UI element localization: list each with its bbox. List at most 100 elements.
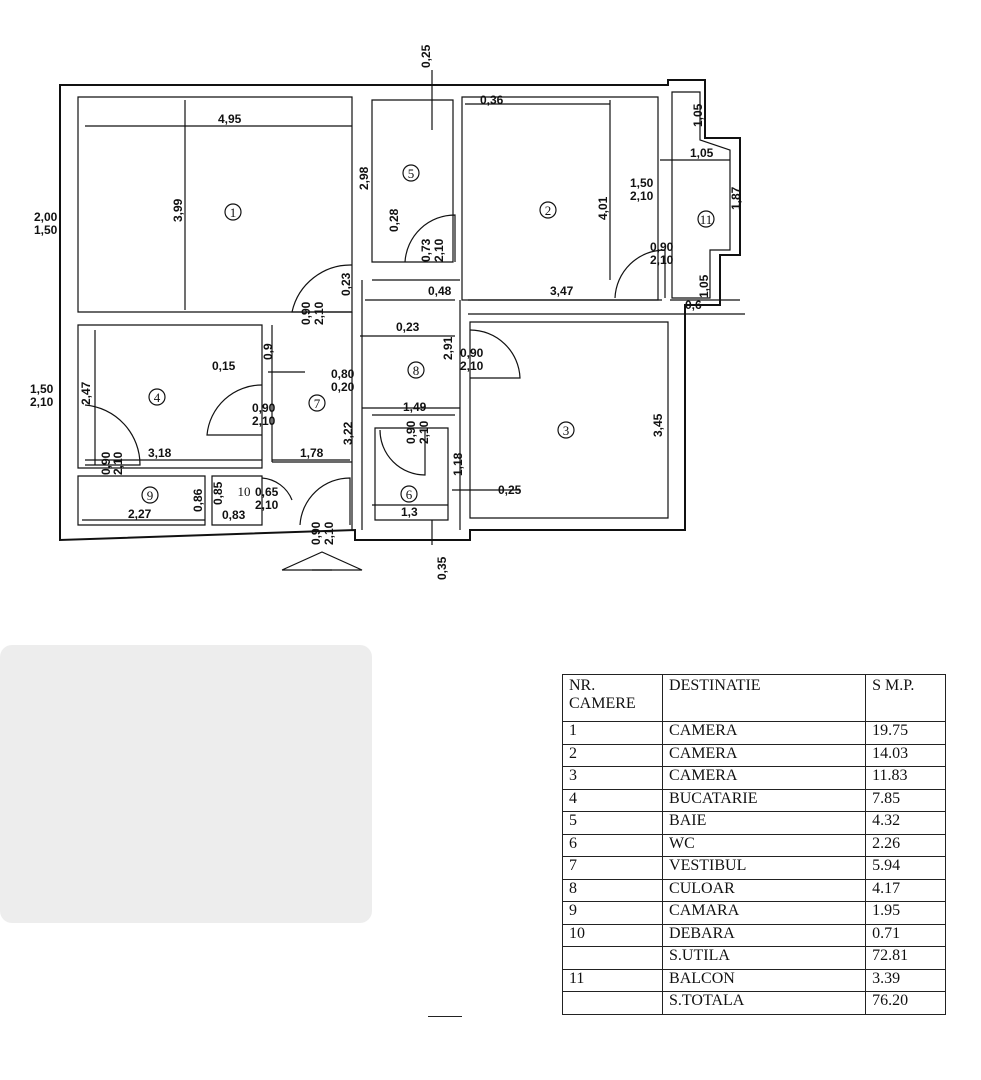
destination-cell: S.TOTALA <box>662 991 867 1015</box>
door-arc <box>299 477 351 526</box>
svg-text:5: 5 <box>408 166 415 181</box>
area-cell: 76.20 <box>865 991 946 1015</box>
door-label: 0,90 <box>252 401 276 415</box>
room-number: 2 <box>539 201 557 219</box>
floor-plan: 1 2 3 4 5 6 7 8 9 10 11 4,95 2,00 1,50 0… <box>30 44 745 580</box>
svg-text:10: 10 <box>238 484 251 499</box>
door-label: 2,10 <box>111 451 125 475</box>
area-cell: 4.32 <box>865 811 946 835</box>
dimension-label: 3,22 <box>341 421 355 445</box>
svg-text:1: 1 <box>230 205 237 220</box>
area-cell: 72.81 <box>865 946 946 970</box>
room-number-cell: 5 <box>561 811 664 835</box>
dimension-label: 2,00 <box>34 210 58 224</box>
svg-text:7: 7 <box>314 396 321 411</box>
room-11-wall <box>671 91 731 299</box>
room-number-cell: 1 <box>561 721 664 745</box>
door-label: 0,65 <box>255 485 279 499</box>
room-number: 10 <box>238 484 251 499</box>
dimension-label: 2,91 <box>441 336 455 360</box>
area-cell: 0.71 <box>865 923 946 947</box>
dimension-label: 4,01 <box>596 196 610 220</box>
room-number: 1 <box>224 203 242 221</box>
door-arc <box>379 429 426 476</box>
dimension-label: 0,28 <box>387 208 401 232</box>
dimension-label: 0,80 <box>331 367 355 381</box>
door-label: 2,10 <box>312 301 326 325</box>
dimension-label: 4,95 <box>218 112 242 126</box>
dimension-label: 0,6 <box>685 298 702 312</box>
room-number-cell <box>561 946 664 970</box>
door-arc <box>261 477 293 501</box>
door-label: 0,90 <box>650 240 674 254</box>
destination-cell: CAMERA <box>662 766 867 790</box>
svg-text:9: 9 <box>147 488 154 503</box>
dimension-label: 1,05 <box>697 274 711 298</box>
dimension-label: 2,10 <box>30 395 54 409</box>
area-cell: 11.83 <box>865 766 946 790</box>
room-number: 3 <box>557 421 575 439</box>
door-label: 0,73 <box>419 238 433 262</box>
destination-cell: WC <box>662 833 867 857</box>
dimension-label: 2,47 <box>79 381 93 405</box>
room-number: 4 <box>148 388 166 406</box>
room-number-cell <box>561 991 664 1015</box>
dimension-label: 1,49 <box>403 400 427 414</box>
column-header: DESTINATIE <box>662 674 867 722</box>
area-cell: 3.39 <box>865 968 946 992</box>
dimension-label: 0,25 <box>419 44 433 68</box>
area-cell: 5.94 <box>865 856 946 880</box>
svg-text:2: 2 <box>545 203 552 218</box>
destination-cell: BAIE <box>662 811 867 835</box>
room-number-cell: 3 <box>561 766 664 790</box>
dimension-label: 0,25 <box>498 483 522 497</box>
dimension-label: 1,50 <box>34 223 58 237</box>
room-number-cell: 7 <box>561 856 664 880</box>
column-header: NR. CAMERE <box>561 674 664 722</box>
dimension-label: 0,86 <box>191 488 205 512</box>
door-arc <box>614 249 666 299</box>
dimension-label: 0,48 <box>428 284 452 298</box>
room-5-wall <box>371 99 454 263</box>
dimension-label: 3,18 <box>148 446 172 460</box>
room-3-wall <box>469 321 669 519</box>
dimension-label: 0,85 <box>211 481 225 505</box>
destination-cell: BUCATARIE <box>662 788 867 812</box>
room-10-wall <box>211 475 263 526</box>
door-arc <box>469 329 521 379</box>
svg-text:3: 3 <box>563 423 570 438</box>
area-cell: 7.85 <box>865 788 946 812</box>
area-cell: 1.95 <box>865 901 946 925</box>
svg-text:8: 8 <box>413 363 420 378</box>
destination-cell: DEBARA <box>662 923 867 947</box>
dimension-label: 3,99 <box>171 198 185 222</box>
room-number-cell: 4 <box>561 788 664 812</box>
dimension-label: 0,20 <box>331 380 355 394</box>
area-cell: 19.75 <box>865 721 946 745</box>
door-label: 2,10 <box>650 253 674 267</box>
door-arc <box>291 264 353 313</box>
door-label: 0,90 <box>404 420 418 444</box>
room-number-cell: 11 <box>561 968 664 992</box>
door-label: 0,90 <box>460 346 484 360</box>
room-number: 11 <box>697 210 715 228</box>
room-number: 7 <box>308 394 326 412</box>
destination-cell: S.UTILA <box>662 946 867 970</box>
door-label: 2,10 <box>432 238 446 262</box>
dimension-label: 1,05 <box>690 146 714 160</box>
dimension-label: 2,10 <box>630 189 654 203</box>
dimension-label: 1,18 <box>451 452 465 476</box>
room-number: 9 <box>141 486 159 504</box>
svg-text:6: 6 <box>406 487 413 502</box>
room-4-wall <box>77 324 263 469</box>
divider <box>428 1016 462 1017</box>
door-arc <box>404 214 456 263</box>
table-header-row: NR. CAMERE DESTINATIE S M.P. <box>561 674 946 722</box>
redacted-area <box>0 645 372 923</box>
